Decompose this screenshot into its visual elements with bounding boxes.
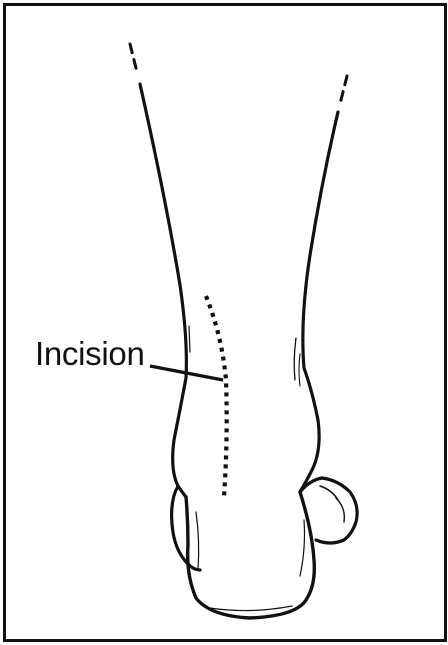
shading-mark-left xyxy=(189,326,190,352)
incision-dashed-line xyxy=(206,296,227,496)
heel-inner-curve-right xyxy=(300,520,305,576)
left-leg-dashed-top xyxy=(130,44,137,72)
heel-bottom-shadow xyxy=(210,606,292,611)
shading-mark-right-2 xyxy=(299,354,300,386)
heel-outline xyxy=(186,492,314,618)
outer-foot-toe-line xyxy=(336,498,344,522)
incision-label: Incision xyxy=(35,334,145,374)
shading-mark-right-1 xyxy=(294,338,296,380)
outer-foot-protrusion xyxy=(300,478,357,543)
right-leg-contour xyxy=(300,112,338,492)
heel-inner-curve-left xyxy=(196,512,199,570)
right-leg-dashed-top xyxy=(340,76,347,104)
outer-foot-crease xyxy=(320,486,338,500)
left-leg-contour xyxy=(140,84,186,497)
